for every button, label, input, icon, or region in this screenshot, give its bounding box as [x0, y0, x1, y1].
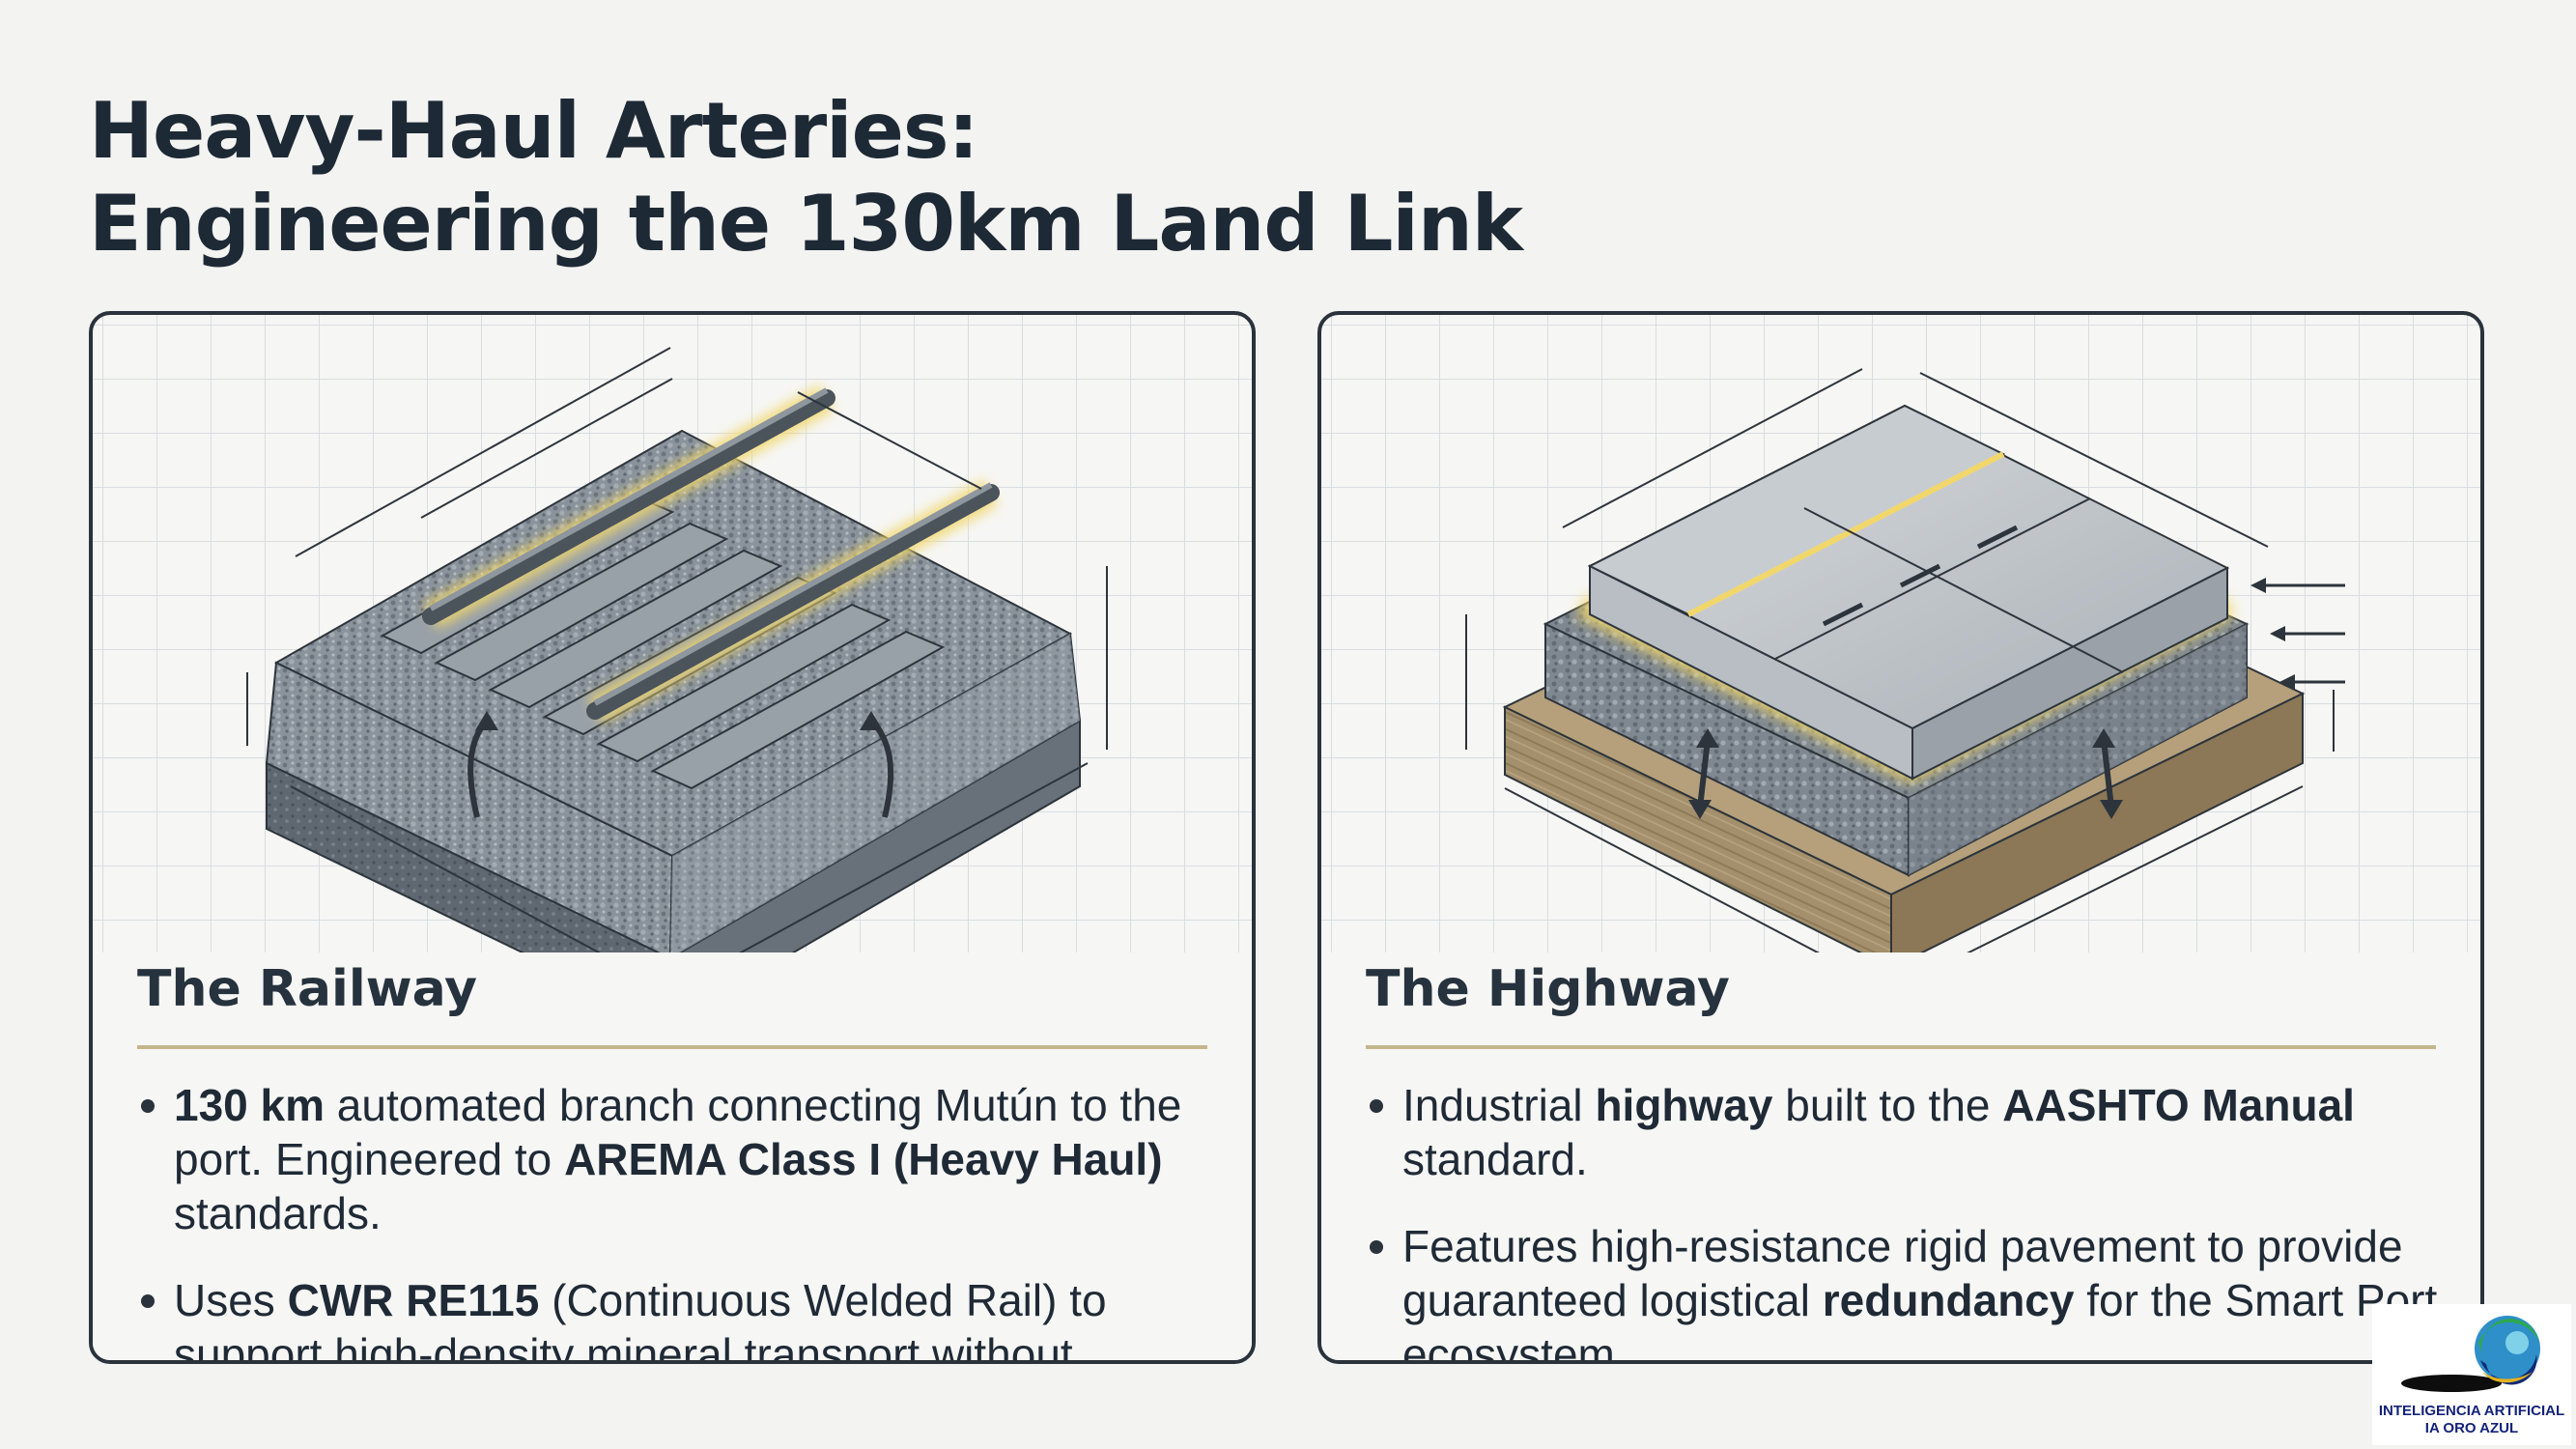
bullet-text: standards. [174, 1188, 382, 1238]
title-line-1: Heavy-Haul Arteries: [89, 86, 978, 176]
highway-panel: The Highway Industrial highway built to … [1317, 311, 2484, 1364]
bullet-text: (Continuous Welded Rail) to support high… [174, 1275, 1107, 1364]
bullet-text-bold: AREMA Class I (Heavy Haul) [564, 1134, 1163, 1184]
page-title: Heavy-Haul Arteries: Engineering the 130… [89, 85, 1523, 270]
highway-cross-section-illustration [1465, 368, 2345, 952]
railway-cross-section-illustration [246, 347, 1108, 952]
list-item: 130 km automated branch connecting Mutún… [137, 1078, 1213, 1240]
bullet-text: automated branch connecting Mutún to the… [174, 1080, 1182, 1184]
railway-divider [137, 1045, 1207, 1049]
title-line-2: Engineering the 130km Land Link [89, 179, 1523, 269]
highway-bullets: Industrial highway built to the AASHTO M… [1366, 1078, 2442, 1360]
swirl-globe-logo-icon [2401, 1316, 2540, 1392]
list-item: Features high-resistance rigid pavement … [1366, 1219, 2442, 1360]
bullet-text-bold: AASHTO Manual [2002, 1080, 2355, 1130]
bullet-text: standard. [1402, 1134, 1588, 1184]
list-item: Uses CWR RE115 (Continuous Welded Rail) … [137, 1273, 1213, 1364]
bullet-text: Uses [174, 1275, 288, 1325]
bullet-dot-icon [141, 1294, 155, 1308]
railway-text-area [93, 952, 1252, 1360]
bullet-text-bold: redundancy [1822, 1275, 2075, 1325]
list-item: Industrial highway built to the AASHTO M… [1366, 1078, 2442, 1186]
bullet-dot-icon [1370, 1099, 1383, 1113]
bullet-text: Industrial [1402, 1080, 1596, 1130]
logo-line-1: INTELIGENCIA ARTIFICIAL [2378, 1403, 2565, 1419]
highway-heading: The Highway [1366, 960, 1730, 1018]
railway-panel: The Railway 130 km automated branch conn… [89, 311, 1256, 1364]
bullet-text-bold: highway [1595, 1080, 1773, 1130]
bullet-dot-icon [141, 1099, 155, 1113]
bullet-text: built to the [1772, 1080, 2003, 1130]
bullet-text: Features high-resistance rigid pavement … [1402, 1221, 2403, 1325]
logo-line-2: IA ORO AZUL [2424, 1420, 2519, 1436]
bullet-text-bold: 130 km [174, 1080, 326, 1130]
ia-oro-azul-logo: INTELIGENCIA ARTIFICIAL IA ORO AZUL [2372, 1304, 2571, 1445]
railway-bullets: 130 km automated branch connecting Mutún… [137, 1078, 1213, 1364]
bullet-text-bold: CWR RE115 [287, 1275, 540, 1325]
bullet-dot-icon [1370, 1240, 1383, 1254]
railway-heading: The Railway [137, 960, 478, 1018]
highway-text-area [1321, 952, 2480, 1360]
highway-divider [1366, 1045, 2436, 1049]
